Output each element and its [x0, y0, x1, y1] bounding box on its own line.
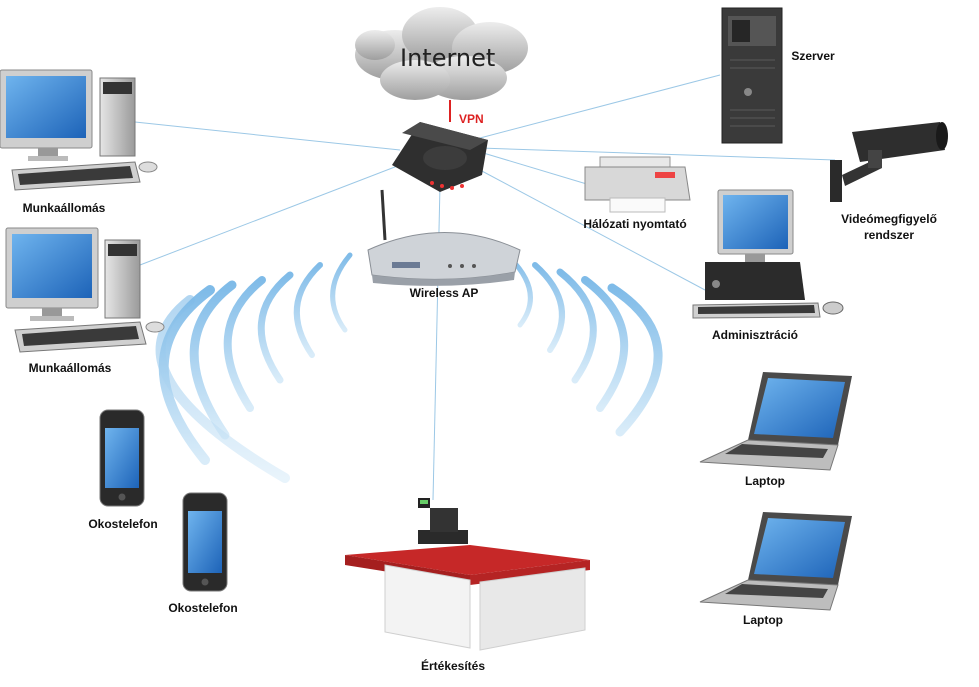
- laptop-label-2: Laptop: [743, 613, 783, 627]
- laptop-icon-2: [699, 512, 852, 611]
- link-workstation2: [139, 164, 401, 266]
- smartphone-label-1: Okostelefon: [88, 517, 158, 531]
- workstation-icon-2: [5, 227, 165, 353]
- printer-label: Hálózati nyomtató: [583, 217, 687, 231]
- internet-label: Internet: [400, 44, 496, 72]
- camera-label-line1: Videómegfigyelő: [841, 212, 937, 226]
- workstation-icon-1: [0, 69, 158, 191]
- router-icon: [392, 122, 488, 192]
- sales-label: Értékesítés: [420, 659, 486, 673]
- sales-counter-icon: [345, 498, 590, 651]
- internet-cloud: [355, 7, 528, 100]
- camera-label-line2: rendszer: [863, 228, 915, 242]
- camera-icon: [830, 122, 948, 202]
- link-server: [479, 74, 721, 139]
- link-printer: [479, 151, 591, 186]
- smartphone-icon-1: [99, 409, 145, 507]
- admin-pc-icon: [692, 189, 844, 319]
- smartphone-label-2: Okostelefon: [168, 601, 238, 615]
- server-icon: [721, 7, 783, 144]
- smartphone-icon-2: [182, 492, 228, 592]
- workstation-label-2: Munkaállomás: [28, 361, 112, 375]
- wifi-waves-right: [507, 255, 663, 437]
- admin-label: Adminisztráció: [711, 328, 798, 342]
- link-admin: [479, 169, 706, 291]
- wifi-waves-left: [155, 252, 353, 483]
- laptop-label-1: Laptop: [745, 474, 785, 488]
- printer-icon: [584, 156, 691, 213]
- wireless-ap-icon: [367, 189, 521, 286]
- vpn-label: VPN: [459, 112, 484, 126]
- link-workstation1: [134, 121, 401, 151]
- workstation-label-1: Munkaállomás: [22, 201, 106, 215]
- laptop-icon-1: [699, 372, 852, 471]
- server-label: Szerver: [791, 49, 835, 63]
- wireless-ap-label: Wireless AP: [409, 286, 479, 300]
- link-camera: [479, 147, 836, 161]
